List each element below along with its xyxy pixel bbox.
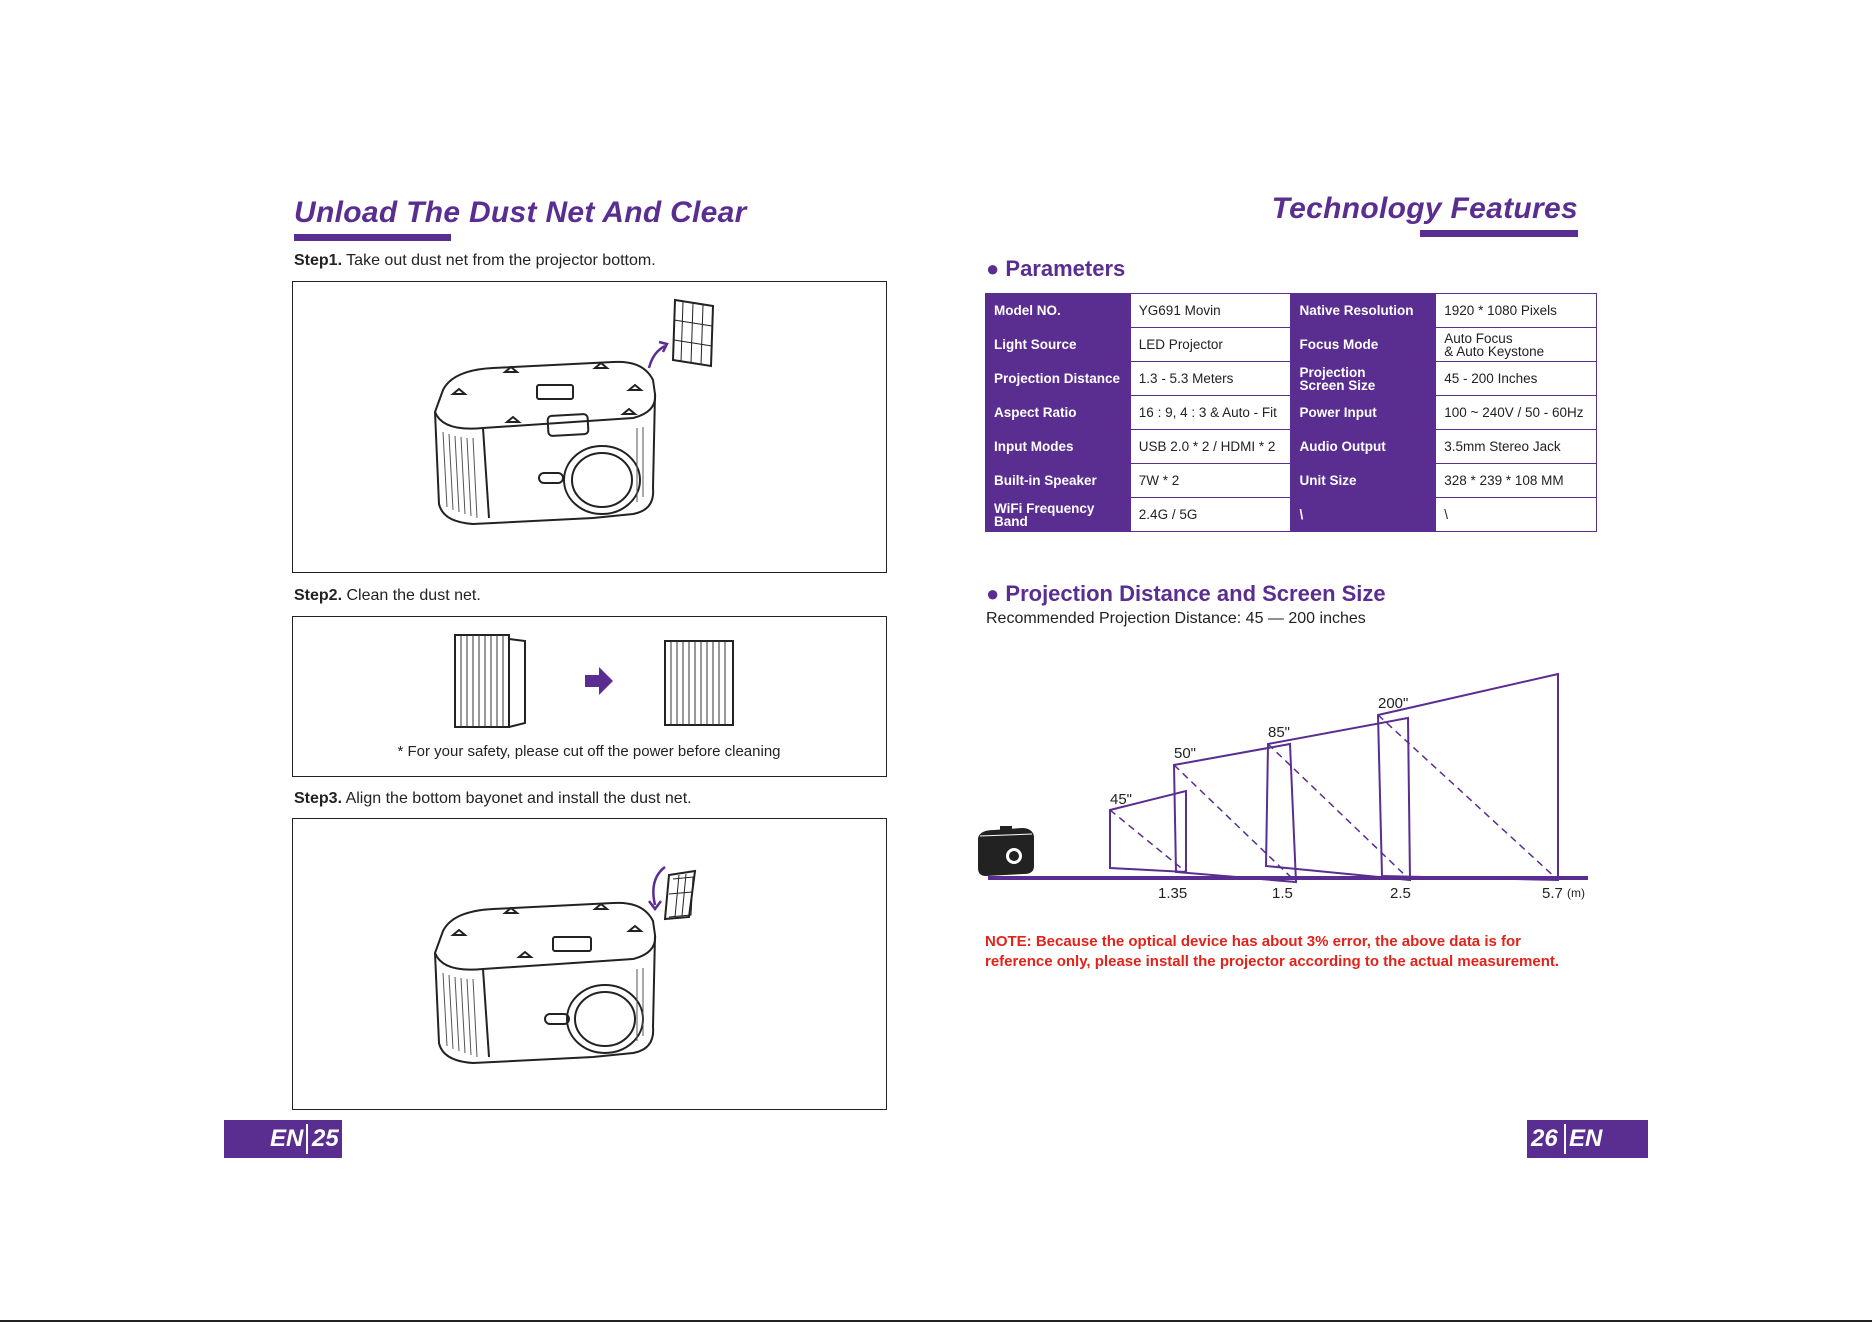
- step1-description: Take out dust net from the projector bot…: [342, 252, 656, 269]
- parameter-label: Power Input: [1290, 395, 1437, 430]
- parameter-value: 3.5mm Stereo Jack: [1435, 429, 1597, 464]
- step1-text: Step1. Take out dust net from the projec…: [294, 252, 656, 270]
- step3-text: Step3. Align the bottom bayonet and inst…: [294, 790, 692, 808]
- parameter-value: \: [1435, 497, 1597, 532]
- distance-5-7: 5.7: [1542, 885, 1563, 902]
- step2-text: Step2. Clean the dust net.: [294, 587, 481, 605]
- right-page-number: 26: [1531, 1125, 1558, 1152]
- left-title-underline: [294, 234, 451, 241]
- bottom-border-line: [0, 1320, 1872, 1322]
- dust-net-cleaning-illustration: [454, 634, 734, 728]
- step3-illustration-frame: [292, 818, 887, 1110]
- right-title-underline: [1420, 230, 1578, 237]
- distance-2-5: 2.5: [1390, 885, 1411, 902]
- parameter-label: Model NO.: [985, 293, 1131, 328]
- right-page-title: Technology Features: [1271, 192, 1578, 225]
- parameter-value: 100 ~ 240V / 50 - 60Hz: [1435, 395, 1597, 430]
- left-page-lang: EN: [270, 1125, 304, 1152]
- recommended-distance: Recommended Projection Distance: 45 — 20…: [986, 610, 1366, 627]
- parameter-label: Native Resolution: [1290, 293, 1437, 328]
- parameter-value: USB 2.0 * 2 / HDMI * 2: [1129, 429, 1292, 464]
- parameter-value: 16 : 9, 4 : 3 & Auto - Fit: [1129, 395, 1292, 430]
- screen-200-outline: [1376, 672, 1559, 882]
- distance-1-35: 1.35: [1158, 885, 1187, 902]
- distance-unit: (m): [1567, 886, 1585, 900]
- distance-1-5: 1.5: [1272, 885, 1293, 902]
- step2-description: Clean the dust net.: [342, 587, 481, 604]
- left-page-number-tab: EN 25: [224, 1120, 342, 1158]
- step2-label: Step2.: [294, 587, 343, 604]
- screen-85-outline: [1264, 716, 1412, 882]
- right-page-divider: [1564, 1124, 1566, 1154]
- projector-icon: [978, 826, 1034, 876]
- parameter-label: Audio Output: [1290, 429, 1437, 464]
- parameter-label: Input Modes: [985, 429, 1131, 464]
- projector-install-filter-illustration: [433, 866, 697, 1065]
- parameter-value: YG691 Movin: [1129, 293, 1292, 328]
- parameter-label: \: [1290, 497, 1437, 532]
- parameter-value: 1920 * 1080 Pixels: [1435, 293, 1597, 328]
- screen-size-200: 200": [1378, 695, 1408, 712]
- screen-50-outline: [1172, 742, 1298, 884]
- step1-illustration-frame: [292, 281, 887, 573]
- parameters-heading: ● Parameters: [986, 256, 1126, 281]
- step3-label: Step3.: [294, 790, 343, 807]
- projection-heading: ● Projection Distance and Screen Size: [986, 581, 1386, 606]
- step1-label: Step1.: [294, 252, 343, 269]
- parameter-label: Projection Distance: [985, 361, 1131, 396]
- parameter-value: 45 - 200 Inches: [1435, 361, 1597, 396]
- step3-description: Align the bottom bayonet and install the…: [342, 790, 692, 807]
- parameter-label: Unit Size: [1290, 463, 1437, 498]
- parameter-value: LED Projector: [1129, 327, 1292, 362]
- step2-illustration-frame: * For your safety, please cut off the po…: [292, 616, 887, 777]
- projector-remove-filter-illustration: [433, 298, 715, 526]
- parameter-value: 2.4G / 5G: [1129, 497, 1292, 532]
- parameter-value: Auto Focus & Auto Keystone: [1435, 327, 1597, 362]
- left-page-title: Unload The Dust Net And Clear: [294, 196, 747, 229]
- accuracy-note: NOTE: Because the optical device has abo…: [985, 933, 1560, 970]
- parameter-value: 7W * 2: [1129, 463, 1292, 498]
- arrow-right-icon: [585, 667, 613, 695]
- left-page-divider: [306, 1124, 308, 1154]
- parameter-label: Focus Mode: [1290, 327, 1437, 362]
- parameter-label: Aspect Ratio: [985, 395, 1131, 430]
- left-page-number: 25: [312, 1125, 339, 1152]
- parameter-label: Light Source: [985, 327, 1131, 362]
- parameter-value: 1.3 - 5.3 Meters: [1129, 361, 1292, 396]
- screen-size-50: 50": [1174, 745, 1196, 762]
- parameter-label: Built-in Speaker: [985, 463, 1131, 498]
- screen-size-45: 45": [1110, 791, 1132, 808]
- right-page-number-tab: 26 EN: [1527, 1120, 1648, 1158]
- safety-note: * For your safety, please cut off the po…: [397, 743, 781, 760]
- projection-distance-diagram: 45" 50" 85" 200" 1.35 1.5 2.5 5.7 (m): [978, 672, 1588, 902]
- parameter-label: Projection Screen Size: [1290, 361, 1437, 396]
- parameter-value: 328 * 239 * 108 MM: [1435, 463, 1597, 498]
- parameter-label: WiFi Frequency Band: [985, 497, 1131, 532]
- right-page-lang: EN: [1569, 1125, 1603, 1152]
- screen-size-85: 85": [1268, 724, 1290, 741]
